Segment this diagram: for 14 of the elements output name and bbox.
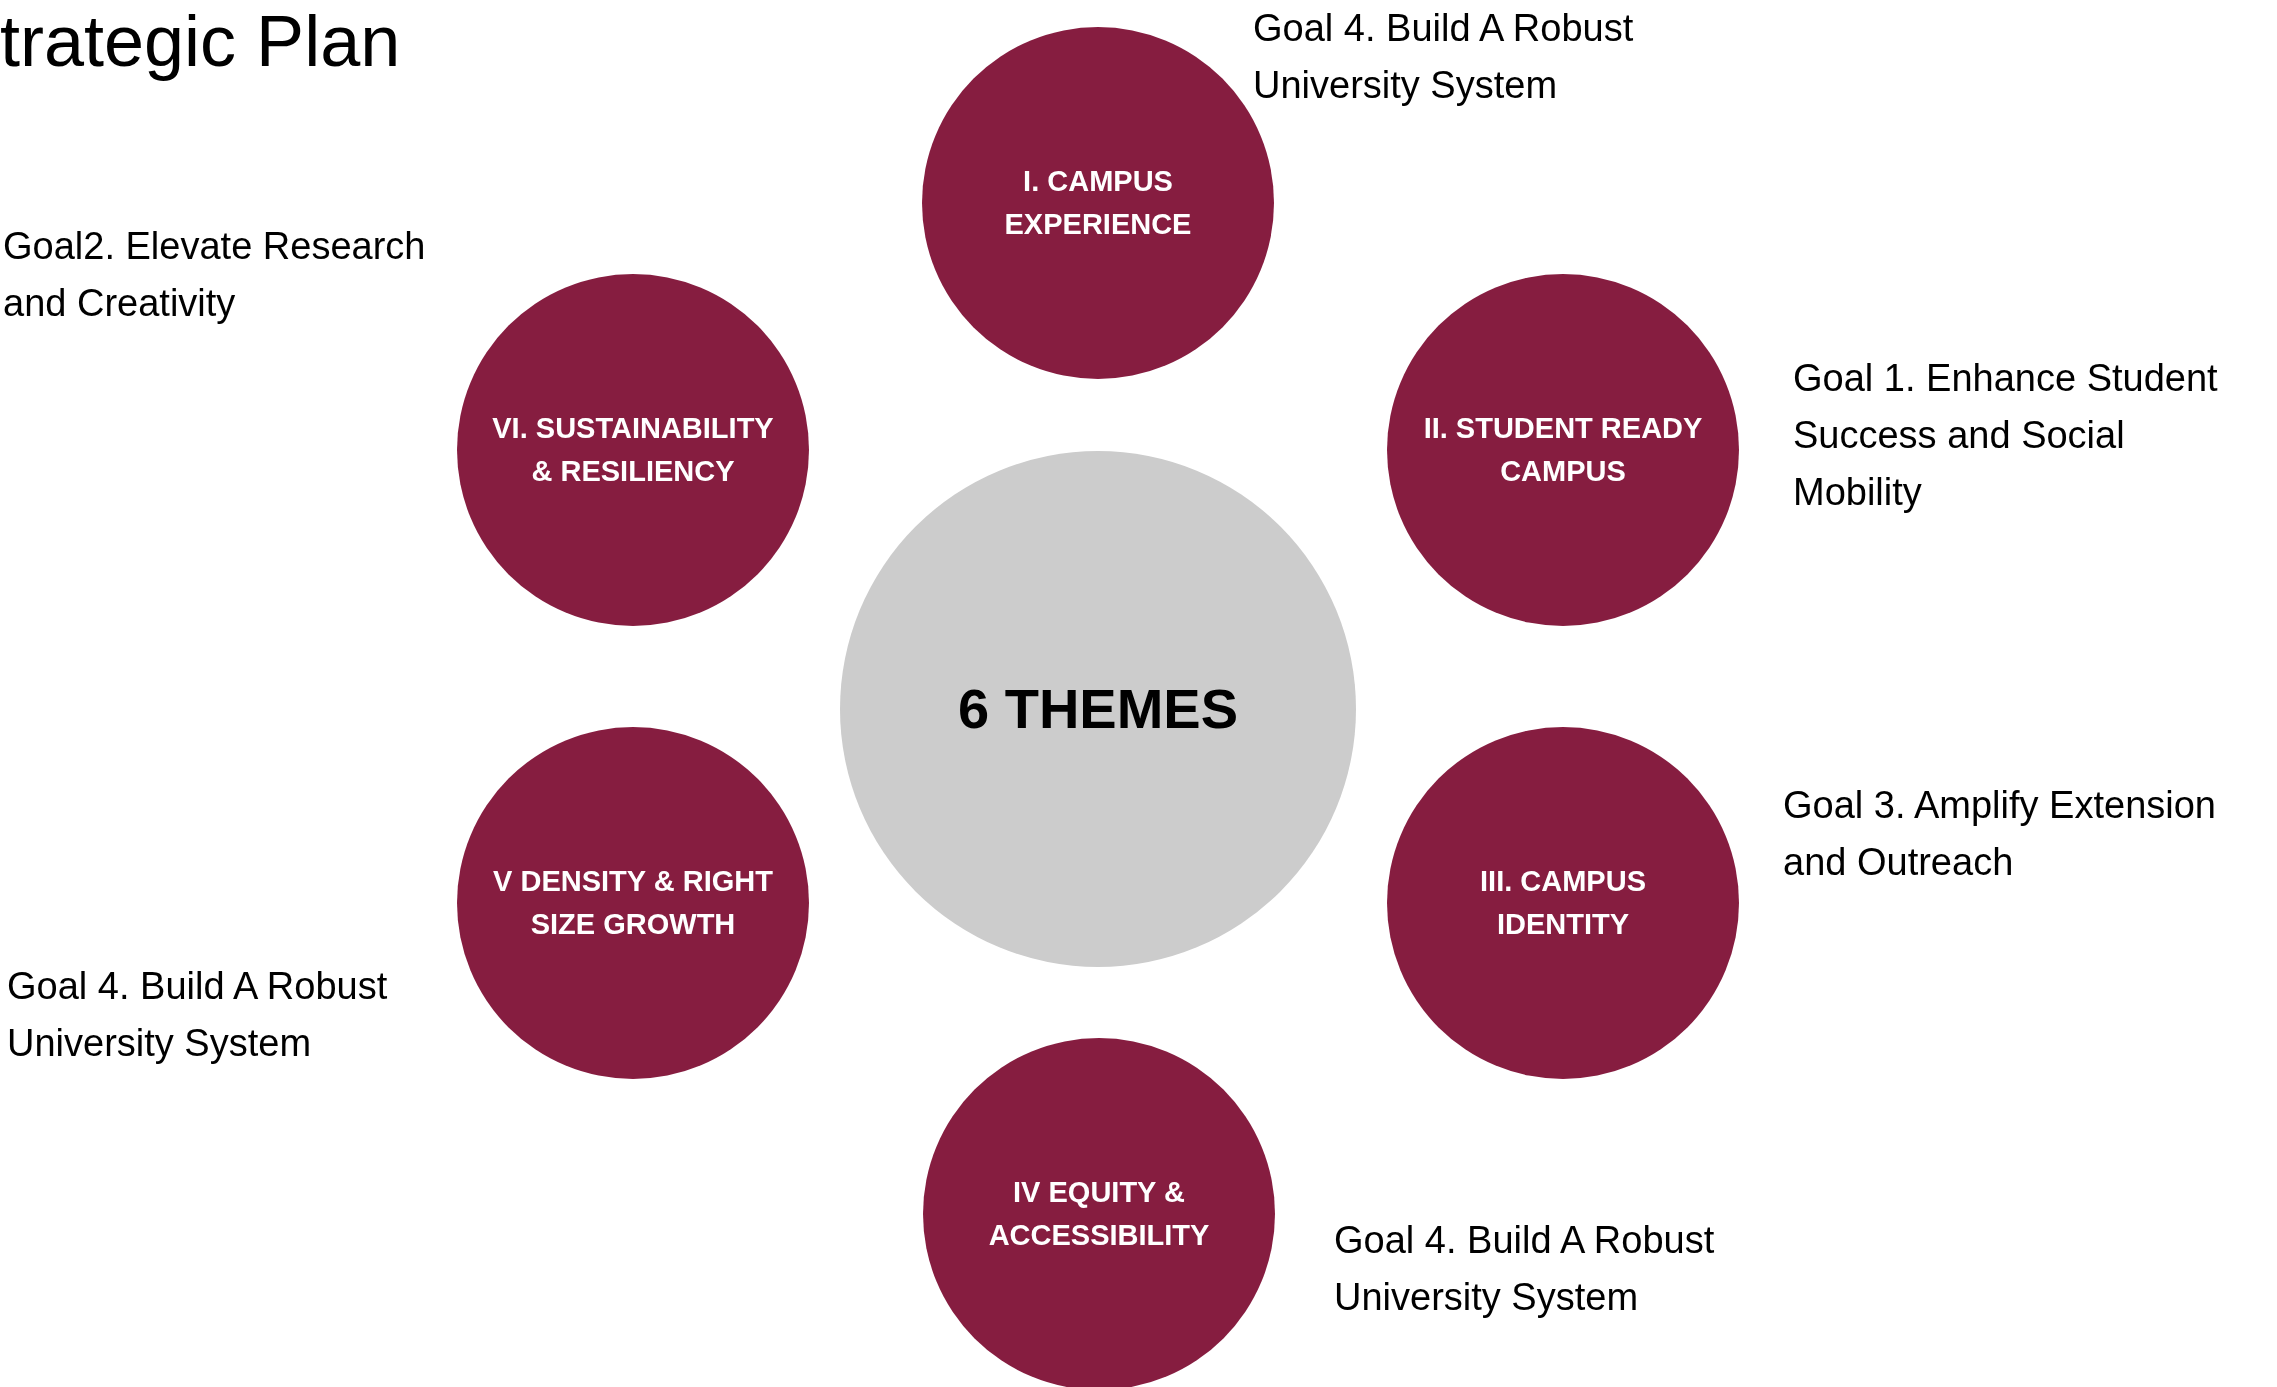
goal-text: Goal 1. Enhance Student Success and Social Mobility — [1793, 356, 2219, 515]
goal-text: Goal2. Elevate Research and Creativity — [3, 224, 427, 326]
theme-label: VI. SUSTAINABILITY & RESILIENCY — [491, 410, 775, 489]
theme-label: III. CAMPUS IDENTITY — [1479, 863, 1647, 942]
theme-label: I. CAMPUS EXPERIENCE — [1003, 163, 1193, 242]
theme-label: IV EQUITY & ACCESSIBILITY — [987, 1174, 1211, 1253]
goal-text: Goal 4. Build A Robust University System — [1253, 6, 1635, 108]
center-label: 6 THEMES — [957, 676, 1239, 742]
goal-text: Goal 3. Amplify Extension and Outreach — [1783, 783, 2217, 885]
theme-label: II. STUDENT READY CAMPUS — [1422, 410, 1704, 489]
goal-text: Goal 4. Build A Robust University System — [1334, 1218, 1716, 1320]
goal-text: Goal 4. Build A Robust University System — [7, 964, 389, 1066]
theme-label: V DENSITY & RIGHT SIZE GROWTH — [492, 863, 774, 942]
title: trategic Plan — [0, 0, 401, 83]
